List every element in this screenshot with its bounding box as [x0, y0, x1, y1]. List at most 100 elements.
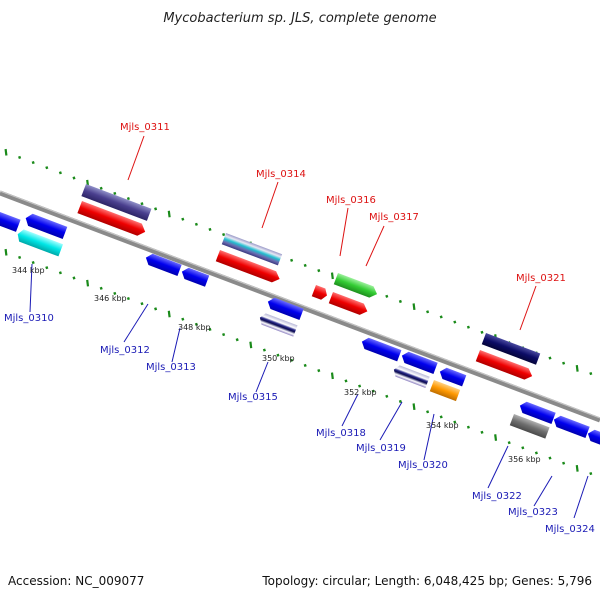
scale-minor-tick [262, 348, 266, 352]
scale-minor-tick [18, 155, 22, 159]
gene-label[interactable]: Mjls_0311 [120, 122, 170, 133]
scale-minor-tick [99, 286, 103, 290]
gene-feature[interactable] [333, 273, 379, 300]
label-leader-lines [29, 135, 589, 519]
scale-minor-tick [303, 263, 307, 268]
gene-label[interactable]: Mjls_0317 [369, 212, 419, 223]
scale-minor-tick [426, 410, 430, 414]
gene-feature[interactable] [15, 228, 64, 257]
scale-tick-label: 352 kbp [344, 388, 377, 397]
gene-label[interactable]: Mjls_0318 [316, 428, 366, 439]
gene-label[interactable]: Mjls_0324 [545, 524, 595, 535]
scale-minor-tick [276, 353, 280, 357]
scale-minor-tick [126, 196, 130, 201]
gene-feature[interactable] [360, 336, 402, 362]
scale-minor-tick [303, 363, 307, 368]
scale-major-tick [494, 434, 498, 441]
scale-minor-tick [290, 358, 294, 362]
gene-feature[interactable] [0, 212, 21, 232]
gene-label[interactable]: Mjls_0310 [4, 313, 54, 324]
gene-feature[interactable] [481, 333, 541, 365]
scale-minor-tick [208, 227, 212, 232]
scale-tick-label: 348 kbp [178, 323, 211, 332]
scale-minor-tick [154, 207, 158, 211]
scale-minor-tick [58, 271, 62, 275]
gene-feature[interactable] [81, 184, 152, 221]
scale-minor-tick [453, 320, 457, 324]
gene-label[interactable]: Mjls_0316 [326, 195, 376, 206]
gene-label[interactable]: Mjls_0312 [100, 345, 150, 356]
scale-minor-tick [126, 296, 130, 301]
scale-minor-tick [480, 430, 484, 434]
scale-minor-tick [113, 191, 117, 196]
scale-minor-tick [426, 310, 430, 314]
gene-label[interactable]: Mjls_0315 [228, 392, 278, 403]
genome-backbone [0, 190, 600, 423]
scale-minor-tick [317, 269, 321, 273]
scale-minor-tick [398, 299, 402, 304]
scale-minor-tick [99, 186, 103, 190]
scale-minor-tick [154, 307, 158, 311]
gene-feature[interactable] [311, 285, 329, 301]
scale-minor-tick [72, 276, 76, 280]
scale-minor-tick [385, 294, 389, 298]
scale-tick-label: 356 kbp [508, 455, 541, 464]
gene-label[interactable]: Mjls_0321 [516, 273, 566, 284]
scale-minor-tick [113, 291, 117, 296]
genome-backbone-highlight [0, 190, 600, 419]
scale-minor-tick [521, 446, 525, 450]
gene-label[interactable]: Mjls_0314 [256, 169, 306, 180]
gene-feature[interactable] [438, 366, 467, 387]
scale-minor-tick [45, 266, 49, 270]
gene-feature[interactable] [509, 414, 550, 439]
gene-feature[interactable] [258, 312, 298, 337]
scale-minor-tick [589, 471, 593, 476]
scale-major-tick [167, 210, 171, 218]
gene-feature[interactable] [77, 201, 147, 238]
scale-minor-tick [385, 394, 389, 398]
scale-major-tick [86, 279, 90, 287]
gene-feature[interactable] [328, 292, 370, 317]
reverse-gene-labels: Mjls_0310 Mjls_0312 Mjls_0313 Mjls_0315 … [4, 313, 595, 535]
scale-minor-tick [140, 302, 144, 306]
gene-label[interactable]: Mjls_0322 [472, 491, 522, 502]
gene-feature[interactable] [586, 428, 600, 447]
scale-minor-tick [58, 171, 62, 175]
scale-major-tick [575, 465, 579, 472]
gene-feature[interactable] [23, 212, 68, 240]
scale-minor-tick [18, 255, 22, 259]
scale-minor-tick [589, 371, 593, 376]
scale-minor-tick [534, 451, 538, 455]
scale-minor-tick [358, 384, 362, 388]
gene-label[interactable]: Mjls_0313 [146, 362, 196, 373]
gene-feature[interactable] [221, 233, 283, 266]
gene-feature[interactable] [392, 364, 430, 388]
gene-feature[interactable] [180, 266, 210, 287]
gene-feature[interactable] [518, 400, 556, 424]
scale-minor-tick [72, 176, 76, 180]
scale-minor-tick [398, 399, 402, 404]
topology-text: Topology: circular; Length: 6,048,425 bp… [261, 574, 592, 588]
gene-label[interactable]: Mjls_0320 [398, 460, 448, 471]
gene-feature[interactable] [429, 380, 461, 402]
scale-major-tick [330, 372, 334, 380]
scale-minor-tick [317, 369, 321, 373]
gene-feature[interactable] [215, 250, 282, 285]
scale-minor-tick [31, 260, 35, 265]
scale-major-tick [412, 303, 416, 310]
gene-feature[interactable] [475, 350, 534, 382]
gene-feature[interactable] [552, 414, 590, 438]
scale-minor-tick [466, 425, 470, 429]
scale-tick-label: 354 kbp [426, 421, 459, 430]
scale-tick-label: 350 kbp [262, 354, 295, 363]
gene-label[interactable]: Mjls_0319 [356, 443, 406, 454]
gene-feature[interactable] [400, 350, 438, 374]
scale-minor-tick [222, 333, 226, 337]
gene-feature[interactable] [144, 252, 182, 276]
gene-label[interactable]: Mjls_0323 [508, 507, 558, 518]
scale-minor-tick [562, 361, 566, 365]
scale-minor-tick [181, 217, 185, 221]
map-title: Mycobacterium sp. JLS, complete genome [163, 11, 436, 26]
gene-feature[interactable] [266, 296, 304, 320]
